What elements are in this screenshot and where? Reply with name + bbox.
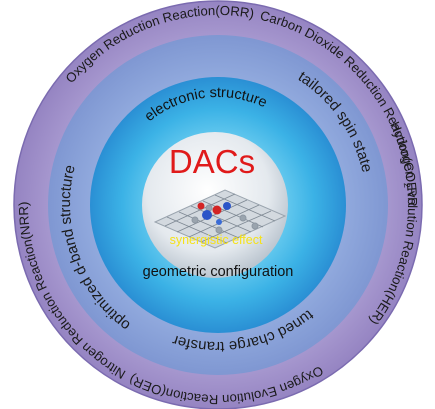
catalyst-lattice-illustration — [153, 189, 287, 249]
synergistic-effect-label: synergistic effect — [170, 233, 263, 247]
geometric-configuration-label: geometric configuration — [143, 264, 294, 280]
dacs-title: DACs — [169, 143, 255, 180]
